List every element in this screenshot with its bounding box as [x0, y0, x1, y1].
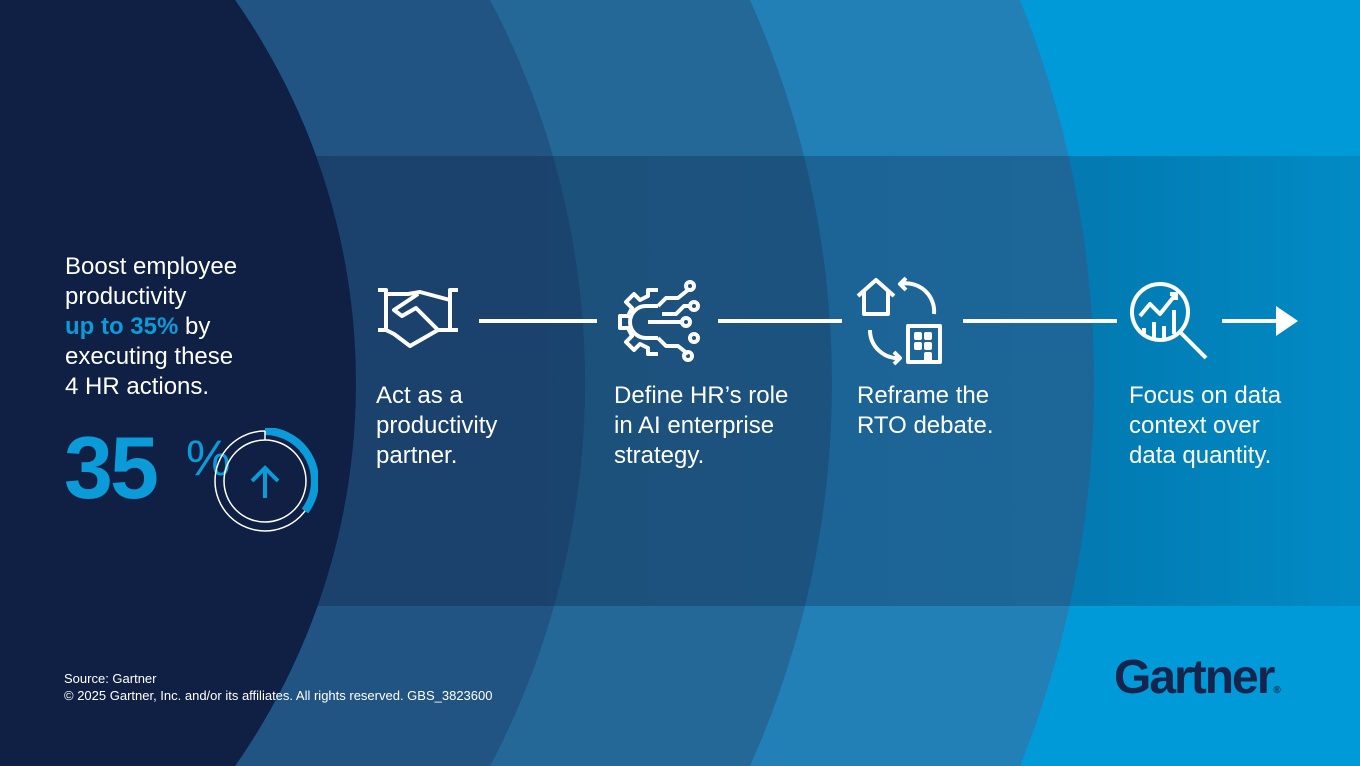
data-magnifier-icon: [1130, 282, 1208, 360]
step-3-line-2: RTO debate.: [857, 412, 994, 439]
step-4-line-2: context over: [1129, 412, 1260, 439]
source-text: Source: Gartner: [64, 671, 157, 686]
headline-line-2: productivity: [65, 283, 187, 310]
home-office-cycle-icon: [856, 276, 942, 366]
handshake-icon: [378, 288, 458, 348]
step-label-2: Define HR’s role in AI enterprise strate…: [614, 381, 834, 471]
step-label-3: Reframe the RTO debate.: [857, 381, 1077, 441]
arrow-right-icon: [1276, 306, 1298, 336]
step-3-line-1: Reframe the: [857, 382, 990, 409]
step-4-line-3: data quantity.: [1129, 442, 1272, 469]
logo-registered-mark: ®: [1273, 685, 1281, 696]
footer: Source: Gartner © 2025 Gartner, Inc. and…: [64, 670, 492, 704]
step-2-line-3: strategy.: [614, 442, 705, 469]
copyright-text: © 2025 Gartner, Inc. and/or its affiliat…: [64, 688, 493, 703]
headline-line-4: executing these: [65, 343, 234, 370]
stat-unit: %: [186, 430, 231, 486]
step-4-line-1: Focus on data: [1129, 382, 1282, 409]
step-label-4: Focus on data context over data quantity…: [1129, 381, 1349, 471]
logo-text: Gartner: [1114, 651, 1275, 704]
headline-line-5: 4 HR actions.: [65, 373, 210, 400]
arrow-line: [1222, 319, 1280, 323]
step-2-line-2: in AI enterprise: [614, 412, 775, 439]
gartner-logo: Gartner®: [1114, 650, 1281, 705]
headline-highlight: up to 35%: [65, 313, 179, 340]
step-2-line-1: Define HR’s role: [614, 382, 789, 409]
arrow-up-gauge-icon: [214, 428, 318, 532]
headline: Boost employee productivity up to 35% by…: [65, 252, 295, 402]
headline-after-highlight: by: [178, 313, 211, 340]
step-1-line-3: partner.: [376, 442, 458, 469]
connector-line-2: [718, 319, 842, 323]
stat-number: 35: [64, 418, 159, 517]
ai-gear-circuit-icon: [618, 280, 700, 362]
connector-line-3: [963, 319, 1117, 323]
step-label-1: Act as a productivity partner.: [376, 381, 596, 471]
step-1-line-1: Act as a: [376, 382, 463, 409]
connector-line-1: [479, 319, 597, 323]
headline-line-3: up to 35% by: [65, 312, 295, 342]
step-1-line-2: productivity: [376, 412, 498, 439]
headline-line-1: Boost employee: [65, 253, 238, 280]
